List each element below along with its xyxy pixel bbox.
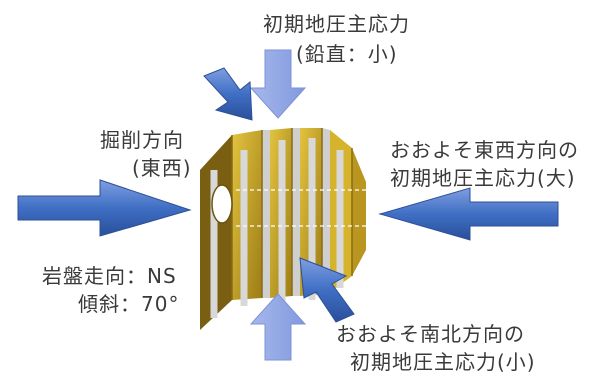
vertical-stress-label-line2: (鉛直：小) <box>296 42 398 66</box>
rock-strike-label: 岩盤走向：NS <box>42 264 177 288</box>
excavation-direction-line2: (東西) <box>132 156 192 180</box>
arrow-left-icon <box>378 187 559 241</box>
ew-stress-label-line2: 初期地圧主応力(大) <box>390 166 576 190</box>
ns-stress-label-line1: おおよそ南北方向の <box>336 322 525 346</box>
arrow-right-icon <box>17 179 192 237</box>
ns-stress-label-line2: 初期地圧主応力(小) <box>350 350 536 374</box>
ew-stress-label-line1: おおよそ東西方向の <box>390 138 579 162</box>
arrow-diagonal-icon <box>203 67 253 121</box>
excavation-direction-line1: 掘削方向 <box>100 128 184 152</box>
tunnel-opening-icon <box>211 184 233 224</box>
arrow-up-icon <box>249 293 307 361</box>
arrow-down-icon <box>249 49 307 119</box>
rock-dip-label: 傾斜：70° <box>78 292 180 316</box>
arrow-diagonal-up-icon <box>299 257 355 323</box>
vertical-stress-label-line1: 初期地圧主応力 <box>263 12 410 36</box>
